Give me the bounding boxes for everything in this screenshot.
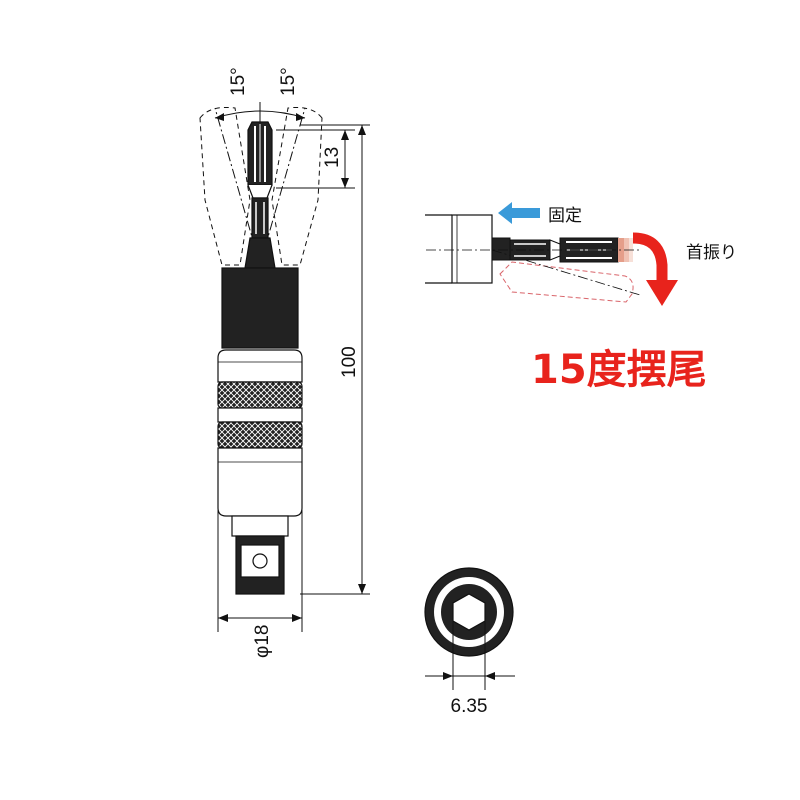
dimension-label-13: 13 [322,147,343,168]
dimension-label-100: 100 [339,346,360,378]
angle-label-left: 15° [228,67,249,96]
swivel-label: 首振り [686,243,737,263]
swing-ghost-outlines [199,107,323,266]
dimension-100 [300,124,370,595]
dimension-hex [425,622,515,690]
dimension-diameter [217,505,303,632]
side-view: 15° 15° [199,67,370,658]
curved-arrow-down-icon [632,232,678,306]
grip-body [217,349,303,517]
swung-bit-ghost [499,261,634,303]
hex-socket-opening [452,593,486,631]
dimension-13 [276,129,355,189]
lock-label: 固定 [548,206,582,226]
dimension-label-hex: 6.35 [451,696,488,717]
swivel-demo: 固定 首振り 15度摆尾 [425,202,737,393]
end-view: 6.35 [424,567,515,717]
socket-collar [221,267,299,349]
arrow-left-icon [498,202,540,224]
angle-label-right: 15° [278,67,299,96]
dimension-label-diameter: φ18 [252,625,273,658]
square-drive-shank [231,515,289,595]
headline: 15度摆尾 [531,347,707,393]
